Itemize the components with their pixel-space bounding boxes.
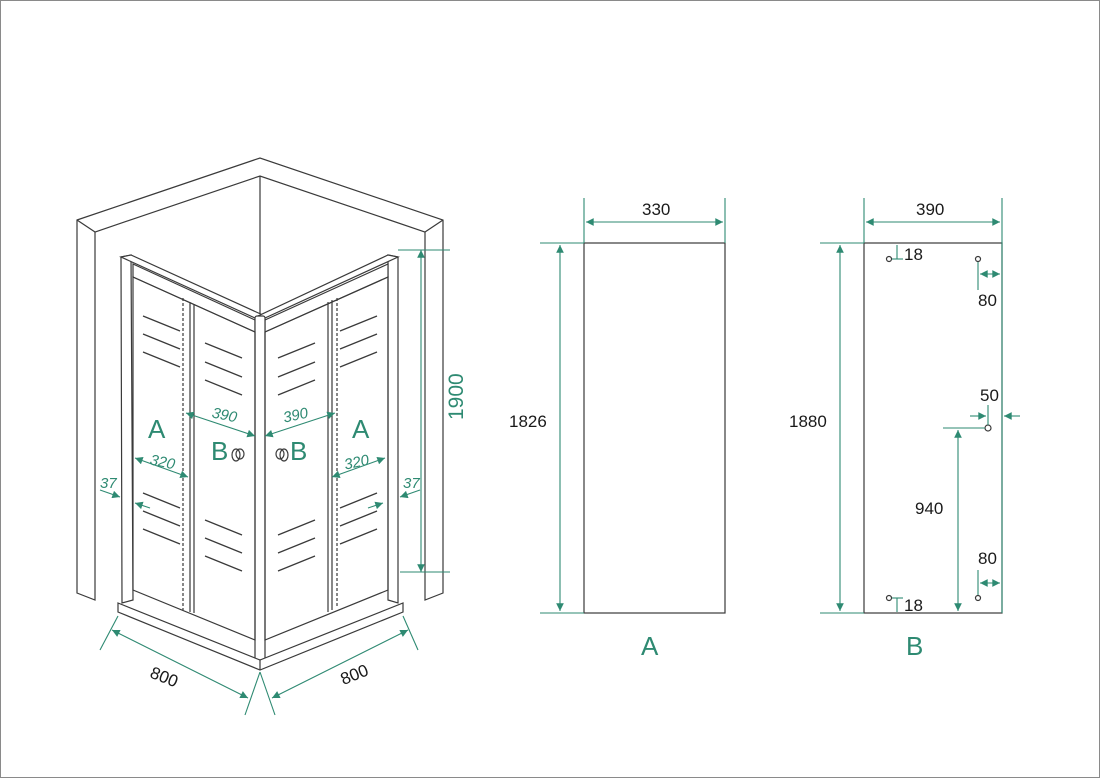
panel-b-view: 390 1880 18 80 50 940 80 18 B [789,198,1020,661]
label-fixed-left: A [148,414,166,444]
dim-profile-right: 37 [403,475,420,492]
label-door-right: B [290,436,307,466]
panel-a-height: 1826 [509,412,547,431]
dim-door-width-left: 390 [210,404,239,426]
label-door-left: B [211,436,228,466]
dim-door-width-right: 390 [282,405,311,427]
glass-decor-lines [142,315,378,572]
iso-view: A B B A 390 390 320 320 37 37 1900 800 8… [76,157,468,716]
panel-b-roller-bottom-edge: 80 [978,549,997,568]
label-fixed-right: A [352,414,370,444]
walls [76,157,444,601]
dim-fixed-width-left: 320 [148,451,177,473]
panel-a-label: A [641,631,659,661]
enclosure-frame [117,254,404,671]
panel-b-handle-edge: 50 [980,386,999,405]
panel-b-handle-height: 940 [915,499,943,518]
dim-profile-left: 37 [100,475,117,492]
panel-a-view: 330 1826 A [509,198,726,661]
iso-dimension-lines [99,249,450,716]
dim-depth-right: 800 [338,661,371,689]
door-handle-icon [231,448,289,462]
panel-b-width: 390 [916,200,944,219]
panel-b-hole-top-offset: 18 [904,245,923,264]
panel-a-width: 330 [642,200,670,219]
dim-depth-left: 800 [147,663,180,691]
panel-a-outline [583,242,726,614]
dim-fixed-width-right: 320 [343,452,372,474]
panel-b-height: 1880 [789,412,827,431]
panel-b-hole-bottom-offset: 18 [904,596,923,615]
panel-b-label: B [906,631,923,661]
panel-b-roller-top-edge: 80 [978,291,997,310]
dim-height: 1900 [445,373,468,420]
